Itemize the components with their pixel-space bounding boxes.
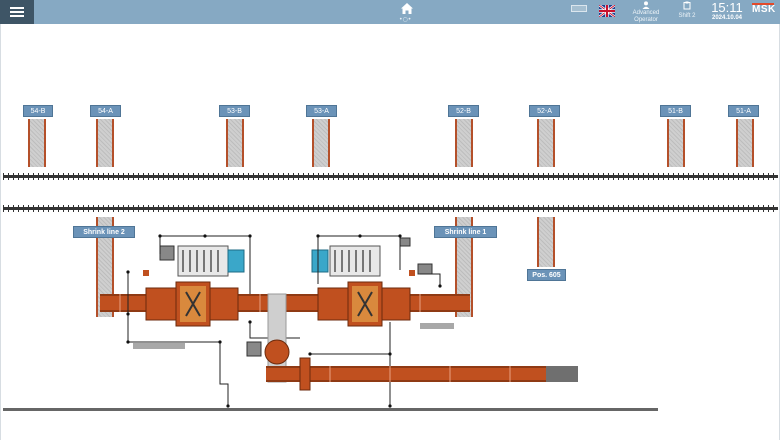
floor-line [3, 408, 658, 411]
keyboard-icon[interactable] [571, 5, 587, 12]
user-role-label: Advanced Operator [632, 10, 660, 23]
hamburger-menu-button[interactable] [0, 0, 34, 24]
sensor-points [126, 234, 442, 408]
pos-tag-51a[interactable]: 51-A [728, 105, 759, 117]
plant-layout: 54-B 54-A 53-B 53-A 52-B 52-A 51-B 51-A … [0, 24, 780, 440]
shrink-machine-2[interactable] [145, 281, 239, 327]
turntable[interactable] [264, 339, 290, 365]
shift-icon [683, 1, 691, 10]
pos-tag-52b[interactable]: 52-B [448, 105, 479, 117]
control-cabinet[interactable] [246, 341, 262, 357]
logo-accent-bar [752, 3, 774, 5]
pallet-stack-52b[interactable] [455, 119, 473, 167]
pallet-stack-52a[interactable] [537, 119, 555, 167]
status-bar-right [420, 323, 454, 329]
pos-605-tag[interactable]: Pos. 605 [527, 269, 566, 281]
pallet-stack-54b[interactable] [28, 119, 46, 167]
output-conveyor[interactable] [266, 357, 578, 391]
shrink-line-2-tag[interactable]: Shrink line 2 [73, 226, 135, 238]
pallet-stack-54a[interactable] [96, 119, 114, 167]
shrink-line-1-lane[interactable] [455, 217, 473, 317]
user-role-button[interactable]: Advanced Operator [627, 1, 665, 23]
shift-label: Shift 2 [678, 13, 696, 19]
pos-tag-54a[interactable]: 54-A [90, 105, 121, 117]
clock-date: 2024.10.04 [711, 15, 743, 21]
shrink-machine-1[interactable] [317, 281, 411, 327]
pos-tag-54b[interactable]: 54-B [23, 105, 53, 117]
film-unit-1[interactable] [311, 237, 433, 277]
home-icon [401, 3, 413, 14]
home-page-dots: •○• [399, 16, 412, 23]
pallet-stack-51b[interactable] [667, 119, 685, 167]
pos-tag-53b[interactable]: 53-B [219, 105, 250, 117]
pallet-stack-53a[interactable] [312, 119, 330, 167]
shrink-line-1-tag[interactable]: Shrink line 1 [434, 226, 497, 238]
machinery-diagram [3, 234, 658, 411]
pos-tag-51b[interactable]: 51-B [660, 105, 691, 117]
film-unit-2[interactable] [159, 245, 245, 277]
control-wiring [127, 235, 441, 406]
pos-605-lane[interactable] [537, 217, 555, 267]
home-button[interactable]: •○• [396, 1, 418, 23]
pallet-stack-53b[interactable] [226, 119, 244, 167]
output-end-stop [546, 366, 578, 382]
user-icon [642, 1, 650, 9]
uk-flag-icon[interactable] [599, 5, 615, 17]
status-bar-left [133, 343, 185, 349]
shift-indicator[interactable]: Shift 2 [674, 1, 700, 23]
pos-tag-53a[interactable]: 53-A [306, 105, 337, 117]
hamburger-menu-icon [10, 7, 24, 9]
brand-logo: MSK [752, 4, 776, 15]
pallet-stack-51a[interactable] [736, 119, 754, 167]
top-bar: •○• Advanced Operator [0, 0, 780, 24]
pos-tag-52a[interactable]: 52-A [529, 105, 560, 117]
clock-time: 15:11 [711, 0, 743, 15]
shrink-line-2-lane[interactable] [96, 217, 114, 317]
